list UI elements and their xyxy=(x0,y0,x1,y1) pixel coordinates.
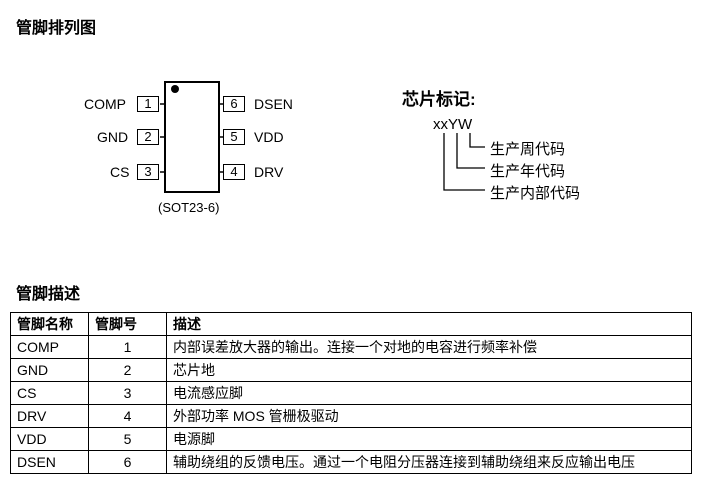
legend-year-code: 生产年代码 xyxy=(490,163,566,180)
pin-description-title: 管脚描述 xyxy=(16,286,81,303)
cell-pin-name: DRV xyxy=(10,404,89,428)
table-row: CS 3 电流感应脚 xyxy=(10,381,692,405)
header-description: 描述 xyxy=(166,312,692,336)
legend-week-code: 生产周代码 xyxy=(490,141,566,158)
table-row: VDD 5 电源脚 xyxy=(10,427,692,451)
pin-label-gnd: GND xyxy=(97,129,129,145)
table-row: GND 2 芯片地 xyxy=(10,358,692,382)
pin-number-3: 3 xyxy=(137,164,159,180)
cell-description: 芯片地 xyxy=(166,358,692,382)
cell-description: 电流感应脚 xyxy=(166,381,692,405)
cell-pin-number: 6 xyxy=(88,450,167,474)
pin-label-dsen: DSEN xyxy=(254,96,293,112)
cell-description: 辅助绕组的反馈电压。通过一个电阻分压器连接到辅助绕组来反应输出电压 xyxy=(166,450,692,474)
package-drawing xyxy=(160,81,485,193)
marking-title: 芯片标记: xyxy=(402,90,476,109)
pin-arrangement-title: 管脚排列图 xyxy=(16,20,97,37)
table-row: DRV 4 外部功率 MOS 管栅极驱动 xyxy=(10,404,692,428)
cell-pin-number: 3 xyxy=(88,381,167,405)
pin-number-5: 5 xyxy=(223,129,245,145)
header-pin-name: 管脚名称 xyxy=(10,312,89,336)
cell-pin-name: DSEN xyxy=(10,450,89,474)
pin-label-drv: DRV xyxy=(254,164,284,180)
pin-number-6: 6 xyxy=(223,96,245,112)
cell-pin-number: 2 xyxy=(88,358,167,382)
cell-pin-number: 5 xyxy=(88,427,167,451)
cell-description: 电源脚 xyxy=(166,427,692,451)
pin-label-vdd: VDD xyxy=(254,129,284,145)
package-name: (SOT23-6) xyxy=(158,200,220,215)
legend-internal-code: 生产内部代码 xyxy=(490,185,581,202)
cell-pin-name: CS xyxy=(10,381,89,405)
header-pin-number: 管脚号 xyxy=(88,312,167,336)
package-body xyxy=(164,81,220,193)
cell-pin-number: 1 xyxy=(88,335,167,359)
table-row: DSEN 6 辅助绕组的反馈电压。通过一个电阻分压器连接到辅助绕组来反应输出电压 xyxy=(10,450,692,474)
pin-label-comp: COMP xyxy=(84,96,126,112)
cell-description: 外部功率 MOS 管栅极驱动 xyxy=(166,404,692,428)
pin-label-cs: CS xyxy=(110,164,130,180)
cell-pin-name: GND xyxy=(10,358,89,382)
pin-number-1: 1 xyxy=(137,96,159,112)
cell-description: 内部误差放大器的输出。连接一个对地的电容进行频率补偿 xyxy=(166,335,692,359)
pin-description-table: 管脚名称 管脚号 描述 COMP 1 内部误差放大器的输出。连接一个对地的电容进… xyxy=(10,312,692,474)
pin-number-4: 4 xyxy=(223,164,245,180)
pin-number-2: 2 xyxy=(137,129,159,145)
cell-pin-number: 4 xyxy=(88,404,167,428)
cell-pin-name: COMP xyxy=(10,335,89,359)
table-row: COMP 1 内部误差放大器的输出。连接一个对地的电容进行频率补偿 xyxy=(10,335,692,359)
table-header-row: 管脚名称 管脚号 描述 xyxy=(10,312,692,336)
marking-brackets xyxy=(443,133,485,191)
marking-code: xxYW xyxy=(433,116,473,133)
cell-pin-name: VDD xyxy=(10,427,89,451)
pin1-marker xyxy=(171,85,179,93)
